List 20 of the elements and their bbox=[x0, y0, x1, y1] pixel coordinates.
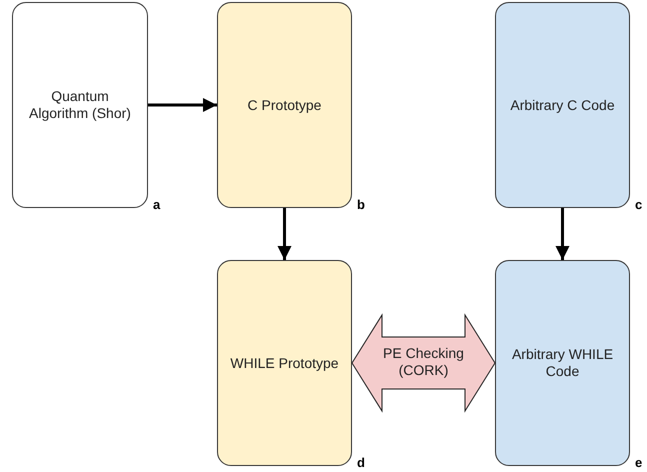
arrow bbox=[278, 208, 292, 260]
process-box bbox=[495, 2, 630, 208]
double-block-arrow bbox=[351, 313, 496, 413]
edge-label: PE Checking (CORK) bbox=[382, 345, 465, 379]
box-text: Quantum Algorithm (Shor) bbox=[28, 88, 132, 122]
box-text: C Prototype bbox=[248, 96, 322, 114]
box-text: WHILE Prototype bbox=[230, 354, 339, 372]
box-text: Arbitrary WHILE Code bbox=[510, 346, 614, 380]
process-box bbox=[495, 260, 630, 466]
process-box bbox=[217, 2, 352, 208]
panel-letter: a bbox=[153, 198, 160, 211]
process-box bbox=[12, 2, 148, 208]
panel-letter: c bbox=[635, 198, 642, 211]
arrow bbox=[556, 208, 570, 260]
panel-letter: e bbox=[635, 456, 642, 469]
panel-letter: b bbox=[357, 198, 365, 211]
arrow bbox=[148, 98, 217, 112]
panel-letter: d bbox=[357, 456, 365, 469]
process-box bbox=[217, 260, 352, 466]
box-text: Arbitrary C Code bbox=[510, 96, 615, 114]
